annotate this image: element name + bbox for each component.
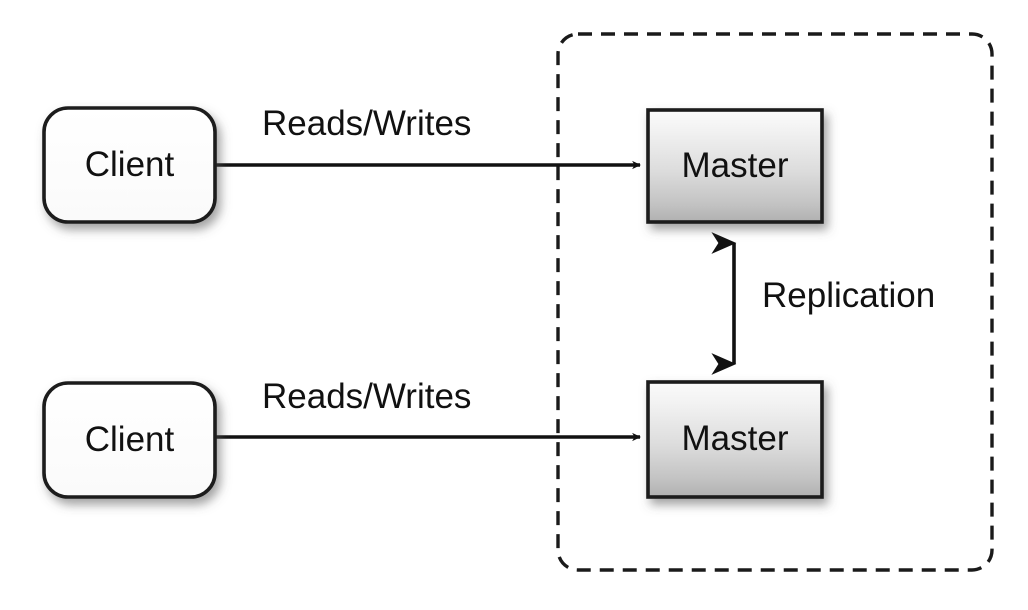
replication-boundary (556, 32, 994, 572)
edge-label-bottom-readswrites: Reads/Writes (262, 377, 472, 416)
node-client-top[interactable] (42, 106, 217, 224)
node-label-client-top: Client (84, 145, 175, 184)
node-label-master-bottom: Master (681, 419, 789, 458)
replication-boundary-hit (558, 34, 992, 570)
node-label-master-top: Master (681, 146, 789, 185)
node-label-client-bottom: Client (84, 420, 175, 459)
edge-label-replication: Replication (762, 276, 936, 315)
node-master-bottom[interactable] (646, 380, 824, 499)
node-client-bottom[interactable] (42, 381, 217, 499)
edge-label-top-readswrites: Reads/Writes (262, 104, 472, 143)
node-master-top[interactable] (646, 108, 824, 224)
